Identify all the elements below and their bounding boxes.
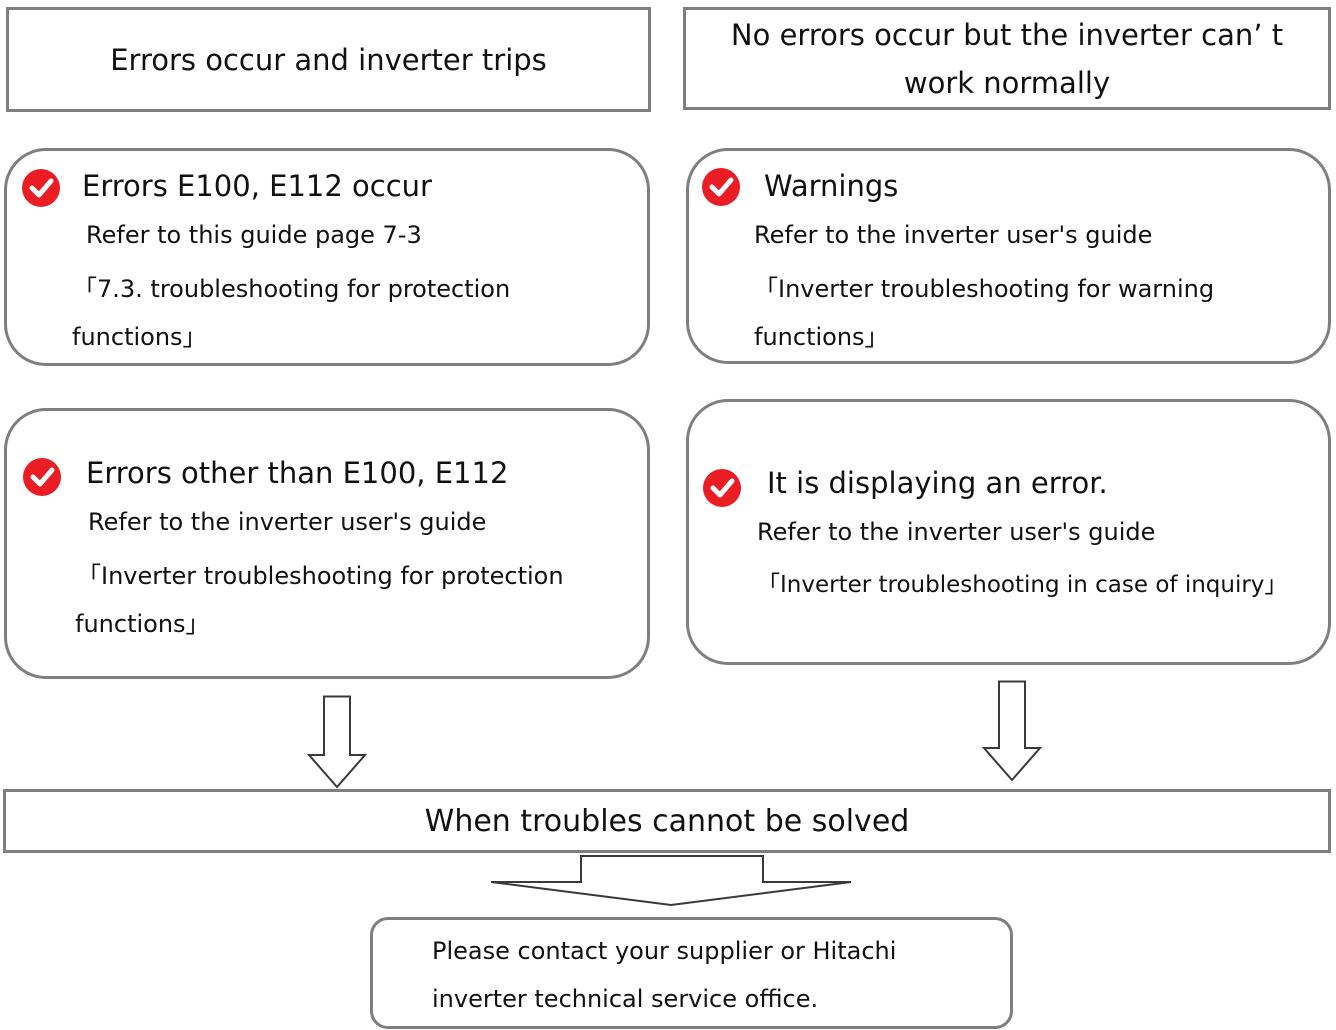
header-no-errors-line2: work normally <box>903 65 1111 100</box>
card-line: Refer to this guide page 7-3 <box>86 221 422 249</box>
header-errors-trip: Errors occur and inverter trips <box>6 7 651 112</box>
card-title: Warnings <box>764 169 899 203</box>
contact-box: Please contact your supplier or Hitachi … <box>370 917 1013 1029</box>
card-title: Errors E100, E112 occur <box>82 169 432 203</box>
card-line: functions」 <box>75 610 210 638</box>
card-line: functions」 <box>72 323 207 351</box>
check-icon <box>23 458 61 496</box>
header-errors-trip-text: Errors occur and inverter trips <box>110 42 547 77</box>
card-line: 「Inverter troubleshooting for protection <box>77 562 564 590</box>
card-line: Refer to the inverter user's guide <box>754 221 1153 249</box>
check-icon <box>703 469 741 507</box>
card-displaying-error: It is displaying an error. Refer to the … <box>686 399 1331 665</box>
card-line: 「Inverter troubleshooting for warning <box>754 275 1215 303</box>
check-icon <box>22 169 60 207</box>
card-title: It is displaying an error. <box>767 466 1108 500</box>
unsolved-bar: When troubles cannot be solved <box>3 789 1331 853</box>
down-arrow-right-icon <box>981 680 1043 782</box>
card-line: functions」 <box>754 323 889 351</box>
card-line: 「Inverter troubleshooting in case of inq… <box>757 572 1288 598</box>
header-no-errors: No errors occur but the inverter can’ t … <box>683 7 1331 110</box>
header-no-errors-line1: No errors occur but the inverter can’ t <box>730 17 1284 52</box>
contact-line2: inverter technical service office. <box>432 985 819 1013</box>
down-arrow-left-icon <box>306 695 368 789</box>
card-other-errors: Errors other than E100, E112 Refer to th… <box>4 408 650 679</box>
card-line: Refer to the inverter user's guide <box>757 518 1156 546</box>
down-arrow-wide-icon <box>490 855 852 907</box>
card-errors-e100-e112: Errors E100, E112 occur Refer to this gu… <box>4 148 650 366</box>
card-line: Refer to the inverter user's guide <box>88 508 487 536</box>
card-title: Errors other than E100, E112 <box>86 456 509 490</box>
card-warnings: Warnings Refer to the inverter user's gu… <box>686 148 1331 364</box>
contact-line1: Please contact your supplier or Hitachi <box>432 937 897 965</box>
check-icon <box>702 168 740 206</box>
card-line: 「7.3. troubleshooting for protection <box>73 275 511 303</box>
unsolved-text: When troubles cannot be solved <box>424 803 910 839</box>
